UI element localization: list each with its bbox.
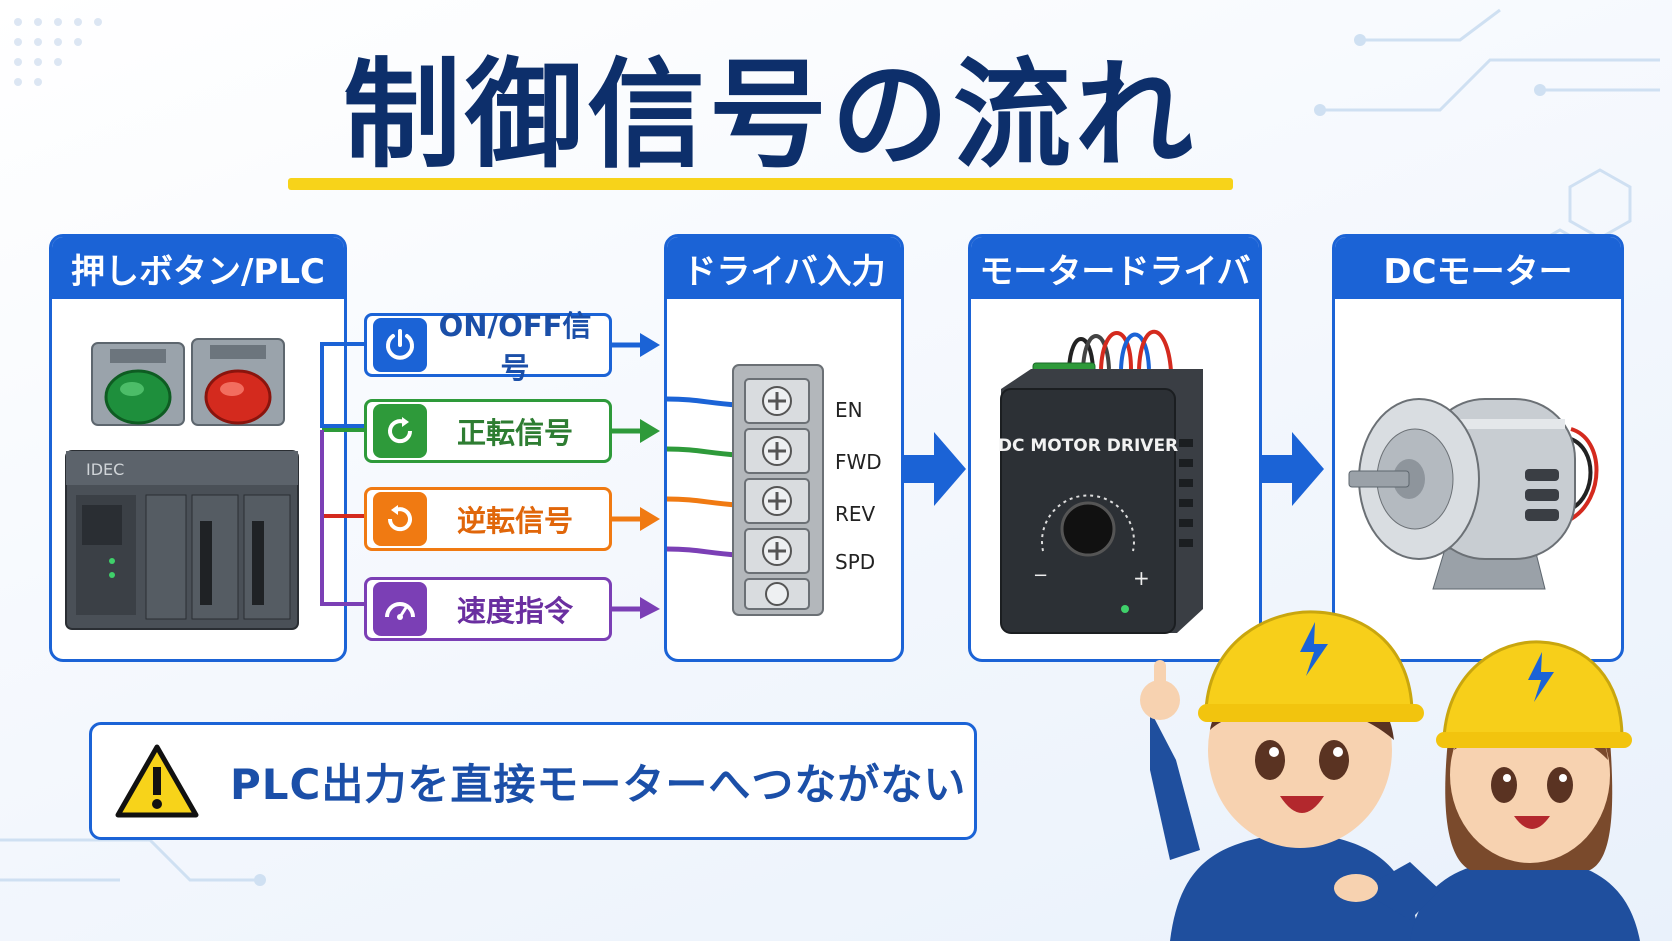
signal-label: ON/OFF信号 bbox=[438, 309, 592, 385]
gauge-icon bbox=[373, 582, 427, 636]
power-icon bbox=[373, 318, 427, 372]
terminal-block bbox=[667, 364, 824, 616]
red-pushbutton bbox=[191, 338, 285, 426]
plc-card: 押しボタン/PLC IDEC bbox=[49, 234, 347, 662]
workers-illustration bbox=[1140, 610, 1640, 941]
signal-label: 速度指令 bbox=[456, 594, 573, 628]
flow-arrow-2 bbox=[1262, 432, 1324, 506]
driver-input-card-title: ドライバ入力 bbox=[667, 237, 901, 299]
terminal-label-spd: SPD bbox=[835, 550, 876, 574]
signal-on-off: ON/OFF信号 bbox=[364, 309, 612, 385]
driver-wires bbox=[1067, 329, 1173, 372]
knob-plus-label: + bbox=[1133, 566, 1150, 590]
signal-forward: 正転信号 bbox=[364, 399, 612, 463]
dc-motor-card-title: DCモーター bbox=[1335, 237, 1621, 299]
motor-driver-card: モータードライバ DC MOTOR DRIVER − + bbox=[968, 234, 1262, 662]
signal-speed: 速度指令 bbox=[364, 577, 612, 641]
girl-worker bbox=[1334, 640, 1640, 941]
rotate-cw-icon bbox=[373, 404, 427, 458]
terminal-label-rev: REV bbox=[835, 502, 876, 526]
dc-motor-card: DCモーター bbox=[1332, 234, 1624, 662]
driver-label: DC MOTOR DRIVER bbox=[998, 436, 1178, 456]
motor-driver-card-title: モータードライバ bbox=[971, 237, 1259, 299]
rotate-ccw-icon bbox=[373, 492, 427, 546]
boy-worker bbox=[1140, 610, 1424, 941]
plc-illustration: IDEC bbox=[65, 338, 299, 630]
terminal-label-en: EN bbox=[835, 398, 863, 422]
flow-arrow-1 bbox=[904, 432, 966, 506]
plc-brand-label: IDEC bbox=[86, 460, 124, 479]
title-underline bbox=[288, 178, 1233, 190]
driver-input-card: ドライバ入力 bbox=[664, 234, 904, 662]
signal-reverse: 逆転信号 bbox=[364, 487, 612, 551]
plc-card-title: 押しボタン/PLC bbox=[52, 237, 344, 299]
knob-minus-label: − bbox=[1033, 565, 1048, 586]
plc-unit: IDEC bbox=[65, 450, 299, 630]
dc-motor-illustration bbox=[1348, 398, 1599, 590]
signal-arrows bbox=[612, 333, 660, 619]
signal-label: 正転信号 bbox=[456, 416, 573, 450]
signal-wires bbox=[320, 342, 364, 606]
signal-label: 逆転信号 bbox=[456, 504, 573, 538]
warning-icon bbox=[115, 744, 199, 818]
green-pushbutton bbox=[91, 342, 185, 426]
warning-box: PLC出力を直接モーターへつながない bbox=[89, 722, 977, 840]
page-title: 制御信号の流れ bbox=[342, 46, 1197, 184]
terminal-label-fwd: FWD bbox=[835, 450, 882, 474]
motor-driver-illustration: DC MOTOR DRIVER − + bbox=[998, 329, 1203, 634]
warning-text: PLC出力を直接モーターへつながない bbox=[230, 759, 967, 809]
